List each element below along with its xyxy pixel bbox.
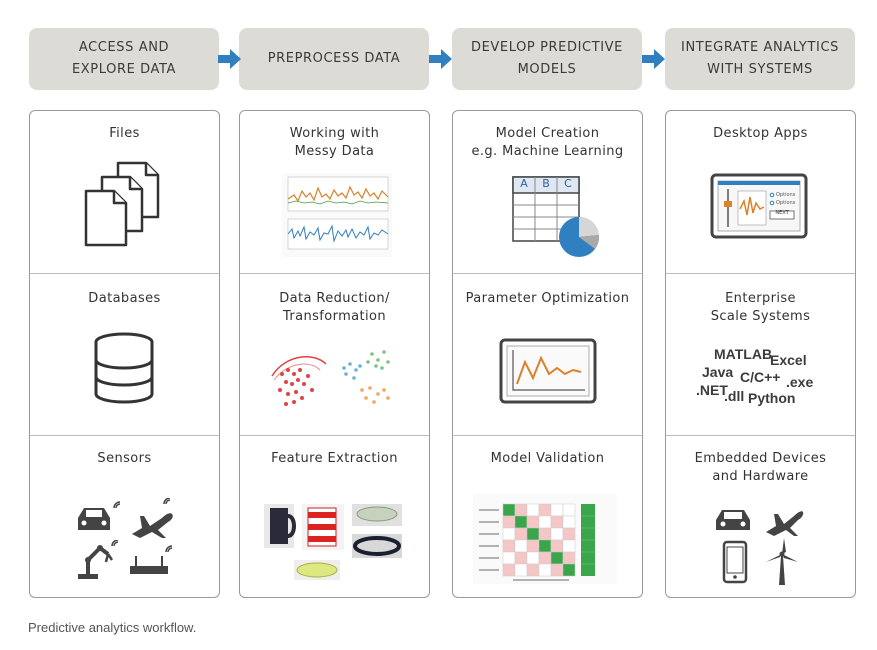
spreadsheet-column-b: B	[542, 177, 550, 190]
car-sensor-icon	[78, 501, 121, 530]
cell-label: Sensors	[97, 451, 152, 466]
cell-model-creation: Model Creation e.g. Machine Learning A B…	[453, 111, 642, 273]
figure-caption: Predictive analytics workflow.	[28, 620, 197, 635]
column-access-explore: Files Databases Sensors	[29, 110, 220, 598]
cell-label: Embedded Devices and Hardware	[694, 451, 827, 484]
spreadsheet-column-c: C	[564, 177, 572, 190]
cell-label: Databases	[88, 291, 161, 306]
cell-model-validation: Model Validation	[453, 435, 642, 598]
language-dotnet: .NET	[696, 382, 728, 398]
airplane-icon	[132, 498, 173, 538]
car-icon	[716, 510, 750, 530]
cell-embedded-devices: Embedded Devices and Hardware	[666, 435, 855, 598]
cell-parameter-optimization: Parameter Optimization	[453, 273, 642, 436]
cell-label: Model Creation e.g. Machine Learning	[471, 126, 624, 159]
robot-arm-icon	[78, 540, 119, 579]
time-series-plot-icon	[282, 173, 392, 257]
arrow-right-icon	[429, 49, 452, 69]
object-images-icon	[264, 504, 402, 580]
language-matlab: MATLAB	[714, 346, 773, 362]
spreadsheet-column-a: A	[520, 177, 528, 190]
cell-sensors: Sensors	[30, 435, 219, 598]
cell-feature-extraction: Feature Extraction	[240, 435, 429, 598]
cell-files: Files	[30, 111, 219, 273]
column-integrate: Desktop Apps Options Options NEXT Enterp…	[665, 110, 856, 598]
language-java: Java	[702, 364, 734, 380]
header-preprocess: PREPROCESS DATA	[239, 28, 429, 90]
cell-desktop-apps: Desktop Apps Options Options NEXT	[666, 111, 855, 273]
cell-label: Data Reduction/ Transformation	[279, 291, 390, 324]
cell-label: Files	[109, 126, 140, 141]
cell-data-reduction: Data Reduction/ Transformation	[240, 273, 429, 436]
confusion-matrix-icon	[473, 494, 617, 584]
cell-enterprise-systems: Enterprise Scale Systems MATLAB Excel Ja…	[666, 273, 855, 436]
cell-label: Feature Extraction	[271, 451, 398, 466]
router-icon	[130, 545, 173, 574]
app-next-button: NEXT	[775, 210, 789, 216]
header-integrate: INTEGRATE ANALYTICS WITH SYSTEMS	[665, 28, 855, 90]
column-preprocess: Working with Messy Data Data Reduction/ …	[239, 110, 430, 598]
language-python: Python	[748, 390, 796, 406]
scatter-clusters-icon	[271, 350, 390, 406]
cell-label: Desktop Apps	[713, 126, 808, 141]
language-cpp: C/C++	[740, 369, 781, 385]
cell-label: Working with Messy Data	[289, 126, 380, 159]
files-icon	[84, 161, 160, 247]
mobile-phone-icon	[722, 540, 748, 584]
header-develop-models: DEVELOP PREDICTIVE MODELS	[452, 28, 642, 90]
cell-label: Parameter Optimization	[465, 291, 630, 306]
app-option-label: Options	[776, 200, 796, 206]
column-develop-models: Model Creation e.g. Machine Learning A B…	[452, 110, 643, 598]
arrow-right-icon	[642, 49, 665, 69]
language-excel: Excel	[770, 352, 807, 368]
cell-label: Model Validation	[490, 451, 605, 466]
database-icon	[94, 332, 154, 404]
language-dll: .dll	[724, 388, 745, 404]
app-option-label: Options	[776, 192, 796, 198]
airplane-icon	[766, 511, 804, 536]
line-chart-monitor-icon	[499, 338, 597, 404]
cell-databases: Databases	[30, 273, 219, 436]
cell-messy-data: Working with Messy Data	[240, 111, 429, 273]
header-access-explore: ACCESS AND EXPLORE DATA	[29, 28, 219, 90]
cell-label: Enterprise Scale Systems	[710, 291, 811, 324]
wind-turbine-icon	[766, 538, 798, 585]
desktop-app-icon	[710, 173, 808, 239]
arrow-right-icon	[218, 49, 241, 69]
language-exe: .exe	[786, 374, 814, 390]
spreadsheet-pie-icon	[512, 176, 600, 257]
